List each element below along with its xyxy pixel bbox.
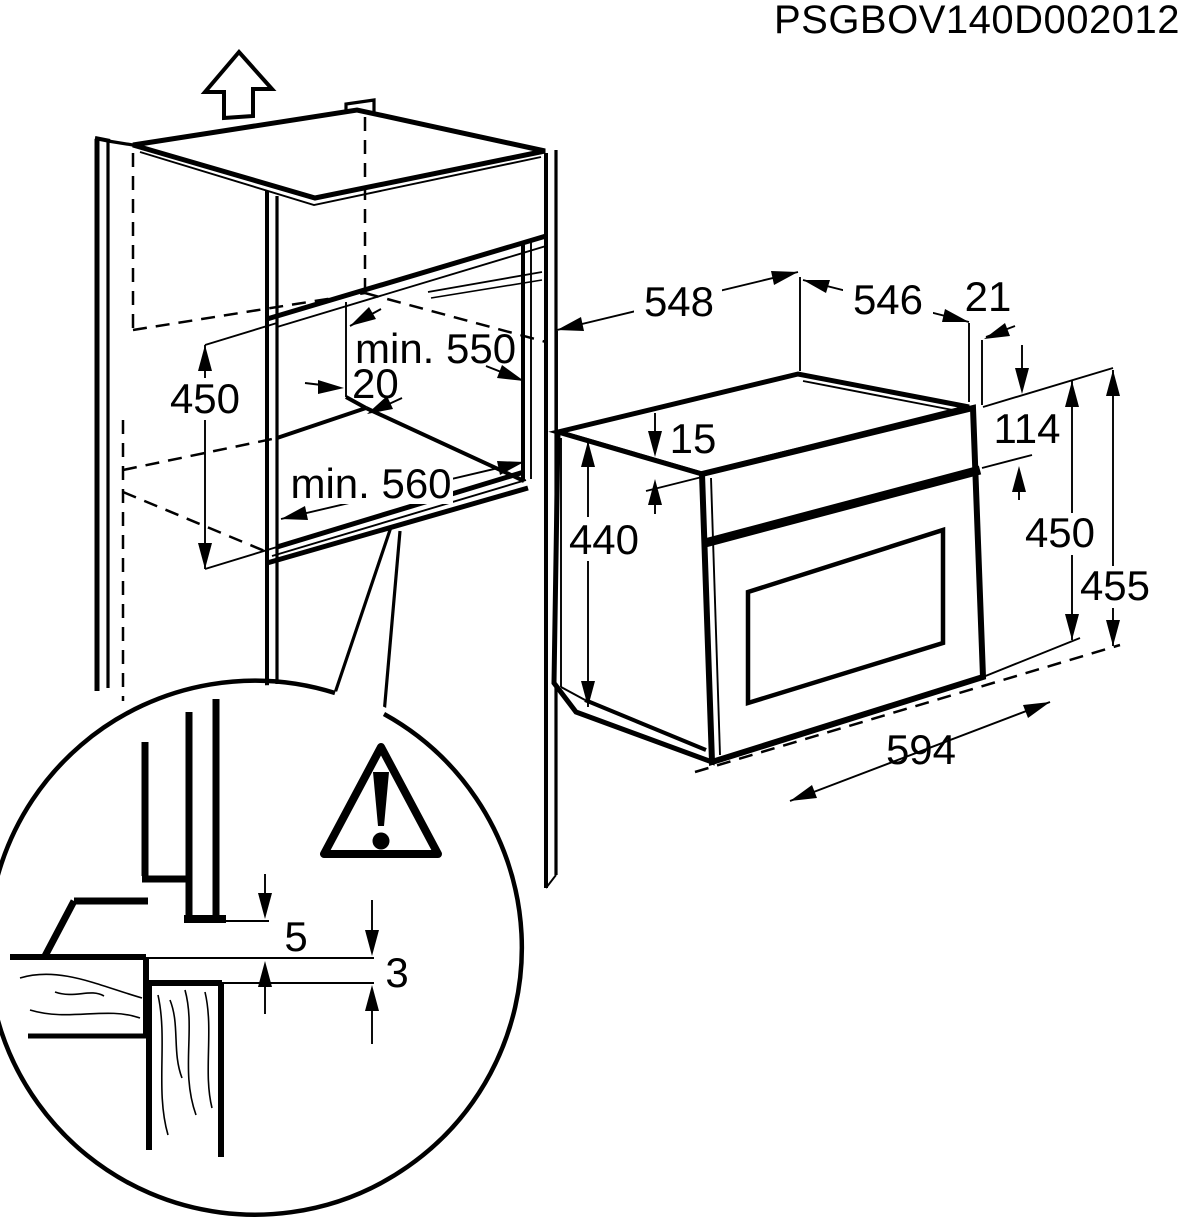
detail-circle: 5 3 (0, 678, 545, 1219)
rear-gap-label: 20 (352, 360, 399, 407)
oven-side-face (551, 428, 715, 766)
detail-leader-line (333, 526, 393, 694)
dim-front-width: 594 (789, 701, 1051, 802)
total-height-label: 455 (1080, 562, 1150, 609)
niche-depth-label: min. 550 (355, 325, 516, 372)
wood-grain (19, 973, 213, 1136)
upper-gap-label: 5 (284, 913, 307, 960)
top-clearance-label: 15 (670, 415, 717, 462)
front-height-label: 450 (1025, 509, 1095, 556)
warning-icon (320, 743, 442, 858)
niche-height-label: 450 (170, 375, 240, 422)
rear-offset-label: 21 (965, 273, 1012, 320)
oven-drawing: 548 546 21 15 (548, 271, 1154, 802)
dim-niche-width: min. 560 (280, 460, 525, 520)
dim-niche-depth: min. 550 (349, 307, 525, 382)
niche-width-label: min. 560 (290, 460, 451, 507)
detail-leader-line (382, 530, 402, 715)
dim-top-clearance: 15 (645, 413, 717, 514)
body-depth-label: 546 (853, 276, 923, 323)
dim-panel-height: 114 (994, 345, 1061, 500)
dim-body-height: 440 (564, 441, 644, 707)
dim-niche-height: 450 (164, 322, 278, 570)
panel-height-label: 114 (994, 405, 1061, 452)
diagram-code-title: PSGBOV140D002012 (774, 0, 1180, 42)
dim-top-depth: 548 (556, 271, 799, 331)
dim-rear-gap: 20 (304, 302, 403, 414)
oven-control-panel-edge (703, 465, 982, 548)
dim-upper-gap: 5 (258, 874, 308, 1014)
dim-front-height: 450 (1022, 381, 1098, 640)
body-height-label: 440 (569, 516, 639, 563)
lower-gap-label: 3 (385, 949, 408, 996)
dim-lower-gap: 3 (365, 900, 409, 1044)
front-width-label: 594 (886, 726, 956, 773)
top-depth-label: 548 (644, 278, 714, 325)
dim-body-depth: 546 (802, 276, 970, 323)
oven-door-window (745, 526, 946, 707)
cabinet-drawing: 450 min. 550 20 min. 560 (94, 98, 558, 889)
dim-total-height: 455 (1076, 370, 1154, 646)
up-arrow-icon (200, 48, 277, 121)
dim-rear-offset: 21 (965, 273, 1016, 339)
